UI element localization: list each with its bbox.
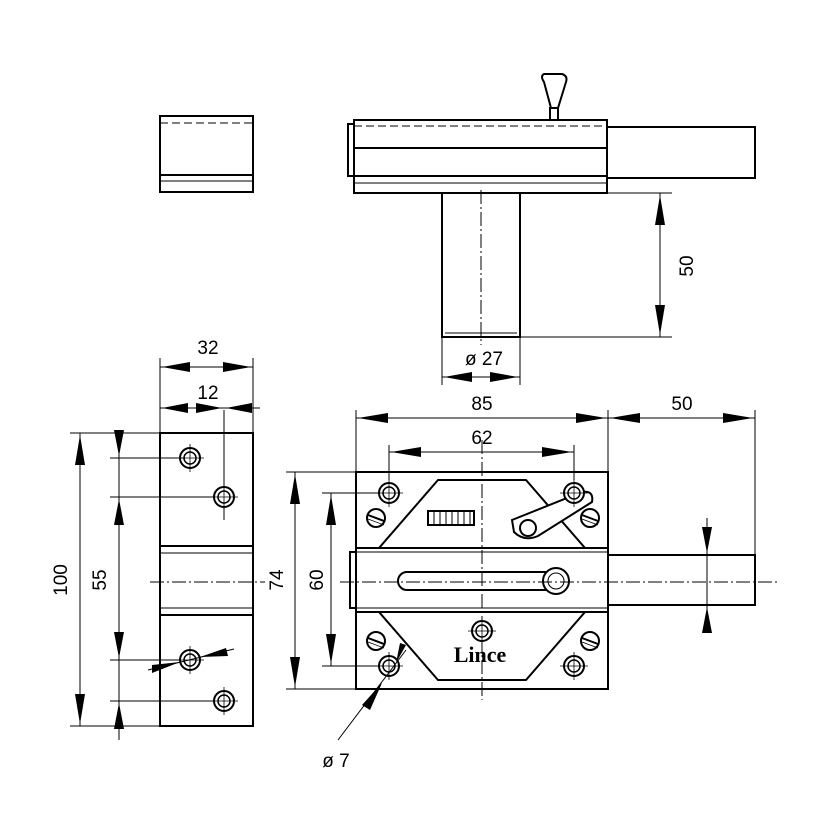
dim-body-hole-spacing: 62 [471, 428, 492, 449]
dim-hole-diameter: ø 7 [322, 751, 349, 772]
dim-body-height: 74 [267, 569, 288, 591]
thumb-screw-icon [427, 510, 475, 526]
knob-icon [541, 73, 568, 109]
dim-plate-height: 100 [51, 564, 72, 596]
lock-top-view: 50 ø 27 [347, 73, 756, 385]
dim-body-width: 85 [471, 394, 492, 415]
dim-hole-spacing: 55 [90, 569, 111, 590]
dim-hole-offset: 12 [197, 383, 218, 404]
dim-bolt-extension: 50 [671, 394, 692, 415]
lock-front-view: Lince 85 50 62 74 60 [267, 394, 780, 772]
dim-cylinder-length: 50 [677, 255, 698, 276]
dim-plate-width: 32 [197, 338, 218, 359]
dim-body-inner-height: 60 [307, 569, 328, 590]
dim-cylinder-diameter: ø 27 [465, 349, 503, 370]
keeper-plate-view: 32 12 100 55 [51, 338, 265, 740]
keeper-top-view [159, 115, 254, 193]
bolt-knob-icon [542, 567, 570, 595]
brand-label: Lince [454, 642, 507, 667]
